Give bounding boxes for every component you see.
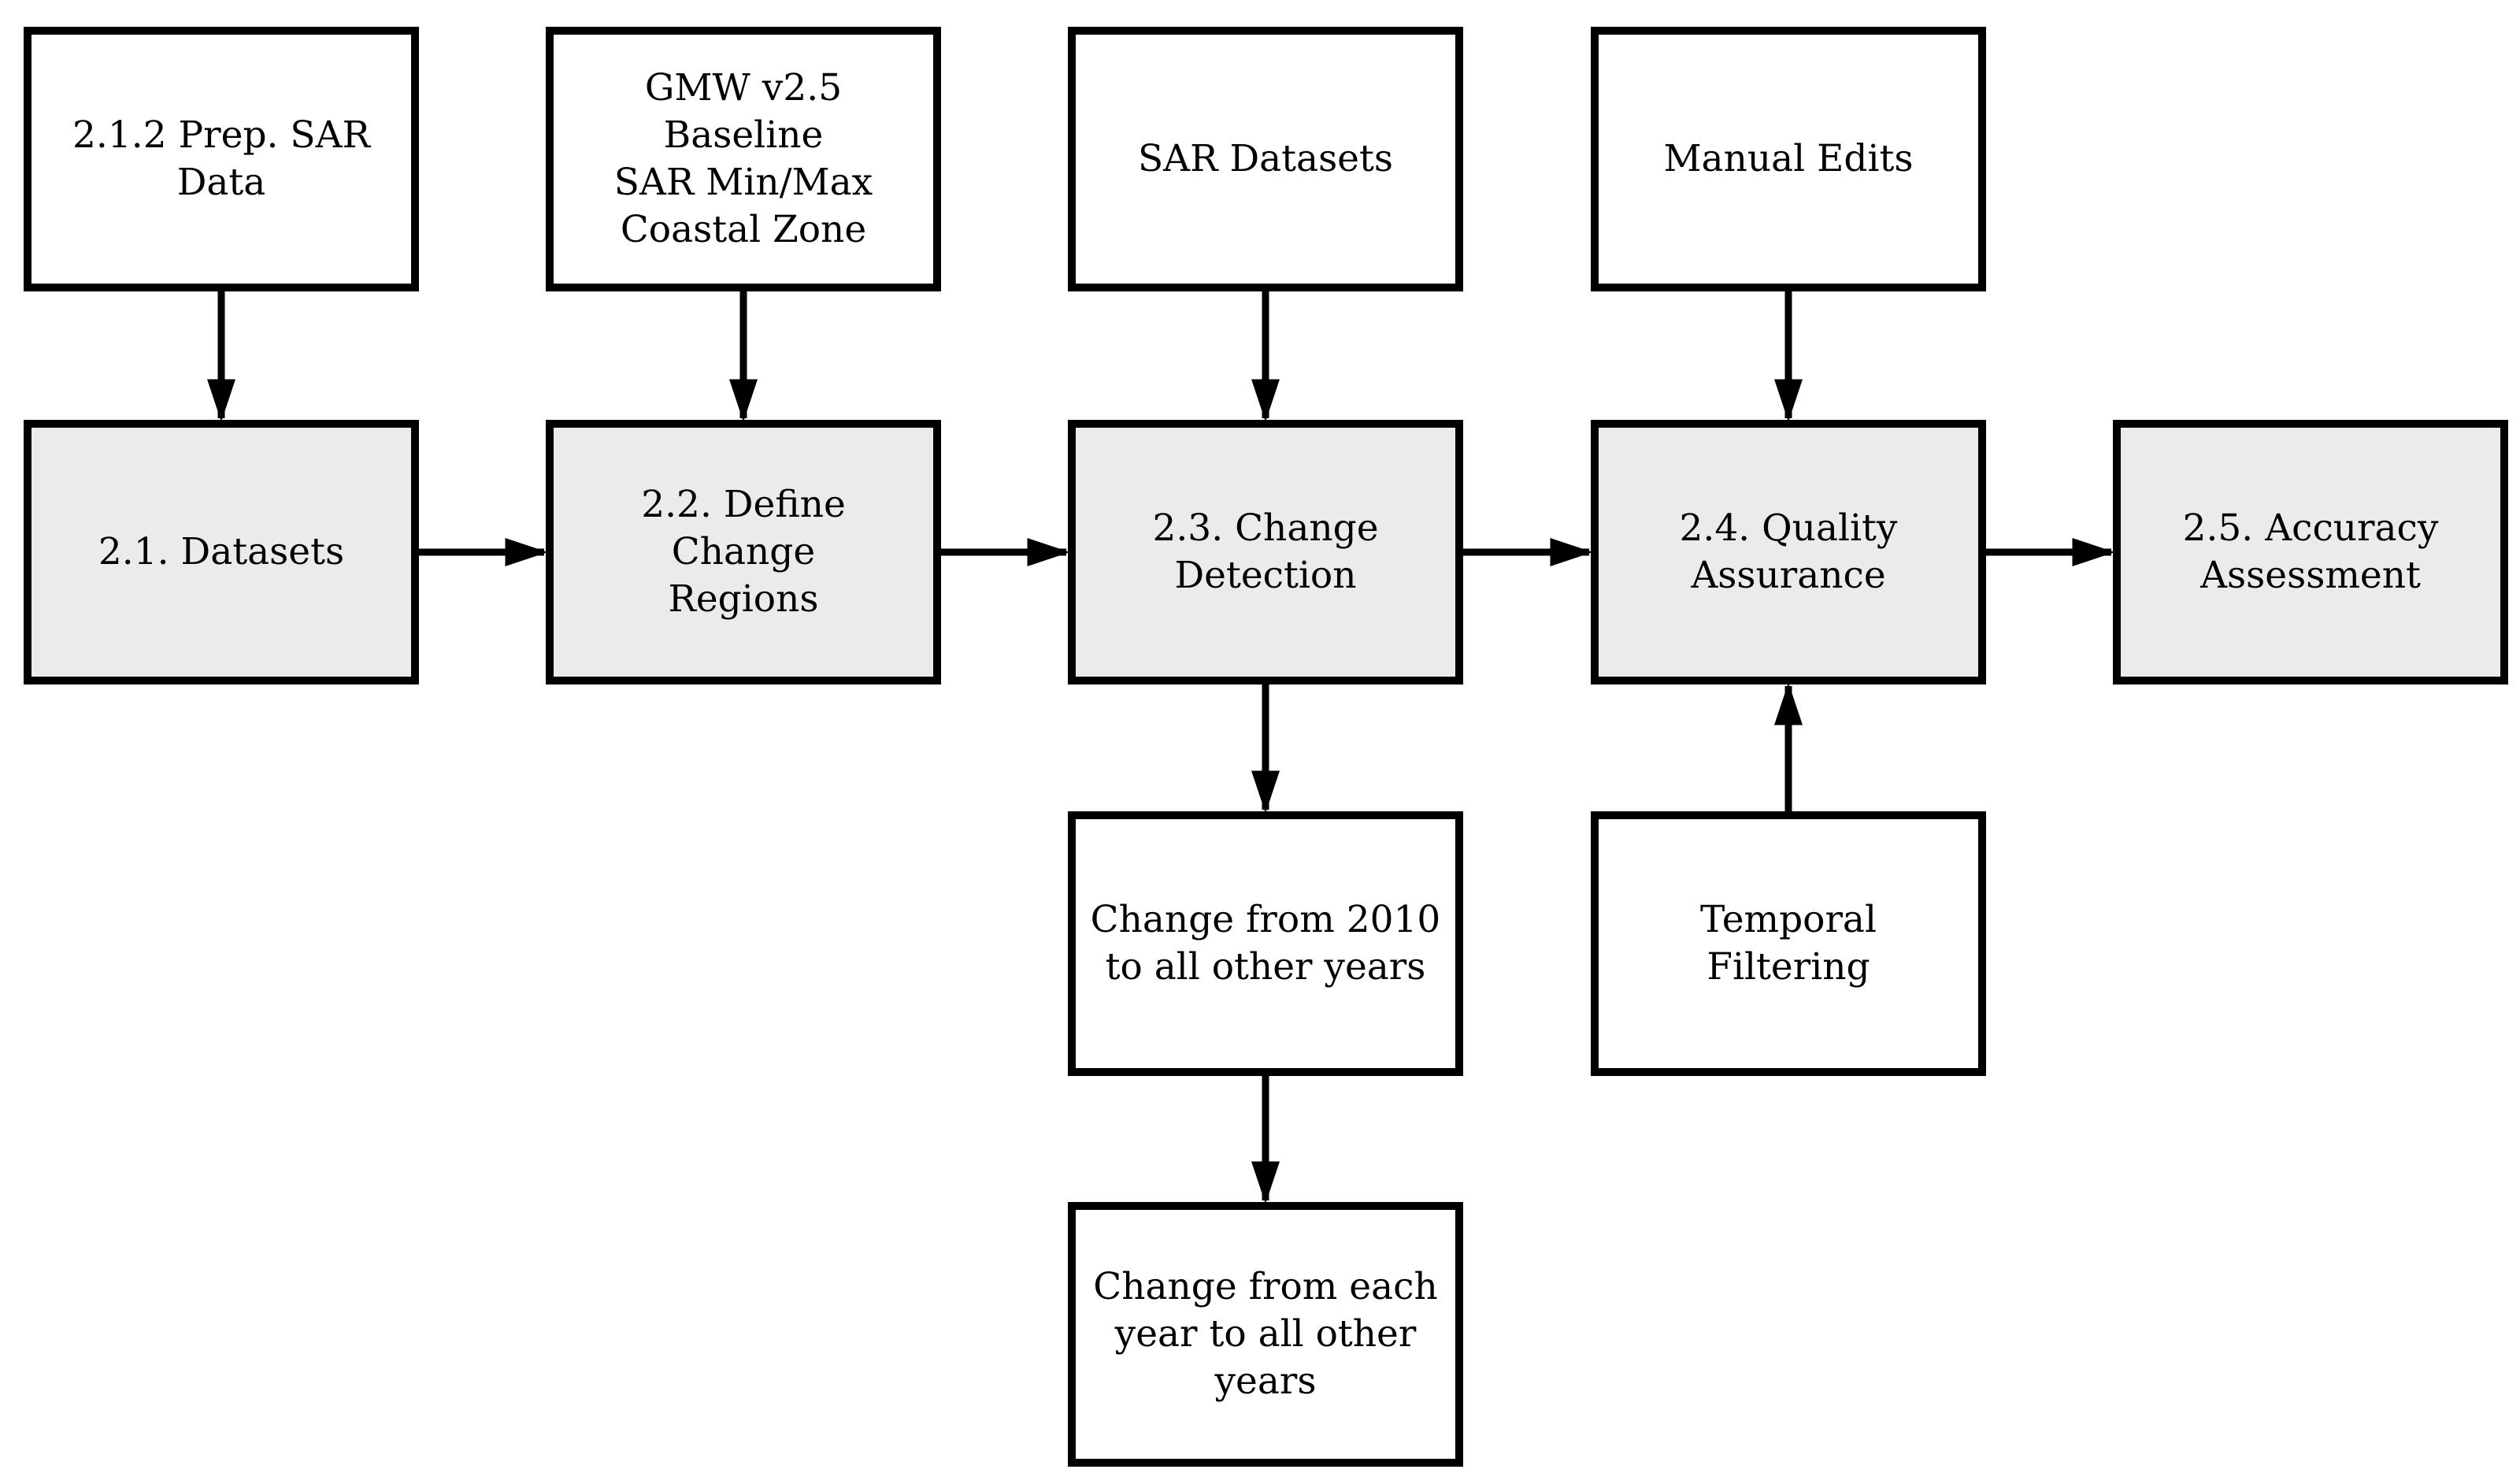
node-sar-datasets: SAR Datasets <box>1068 27 1463 291</box>
node-change-from-each-year: Change from each year to all other years <box>1068 1202 1463 1467</box>
node-change-detection: 2.3. Change Detection <box>1068 420 1463 684</box>
node-label: Temporal Filtering <box>1700 898 1877 989</box>
node-label: 2.4. Quality Assurance <box>1679 506 1898 597</box>
node-datasets: 2.1. Datasets <box>24 420 419 684</box>
node-label: Change from each year to all other years <box>1093 1265 1438 1403</box>
node-prep-sar-data: 2.1.2 Prep. SAR Data <box>24 27 419 291</box>
node-label: 2.5. Accuracy Assessment <box>2182 506 2439 597</box>
node-accuracy-assessment: 2.5. Accuracy Assessment <box>2113 420 2508 684</box>
node-define-change-regions: 2.2. Define Change Regions <box>546 420 941 684</box>
node-change-from-2010: Change from 2010 to all other years <box>1068 811 1463 1076</box>
node-temporal-filtering: Temporal Filtering <box>1591 811 1986 1076</box>
node-gmw-baseline: GMW v2.5 Baseline SAR Min/Max Coastal Zo… <box>546 27 941 291</box>
node-manual-edits: Manual Edits <box>1591 27 1986 291</box>
node-label: 2.2. Define Change Regions <box>641 483 846 621</box>
node-label: SAR Datasets <box>1137 137 1394 180</box>
node-label: GMW v2.5 Baseline SAR Min/Max Coastal Zo… <box>613 66 873 251</box>
node-label: 2.1. Datasets <box>98 530 345 573</box>
node-label: Change from 2010 to all other years <box>1090 898 1441 989</box>
node-label: 2.1.2 Prep. SAR Data <box>72 113 370 204</box>
node-label: 2.3. Change Detection <box>1152 506 1379 597</box>
node-label: Manual Edits <box>1663 137 1914 180</box>
node-quality-assurance: 2.4. Quality Assurance <box>1591 420 1986 684</box>
